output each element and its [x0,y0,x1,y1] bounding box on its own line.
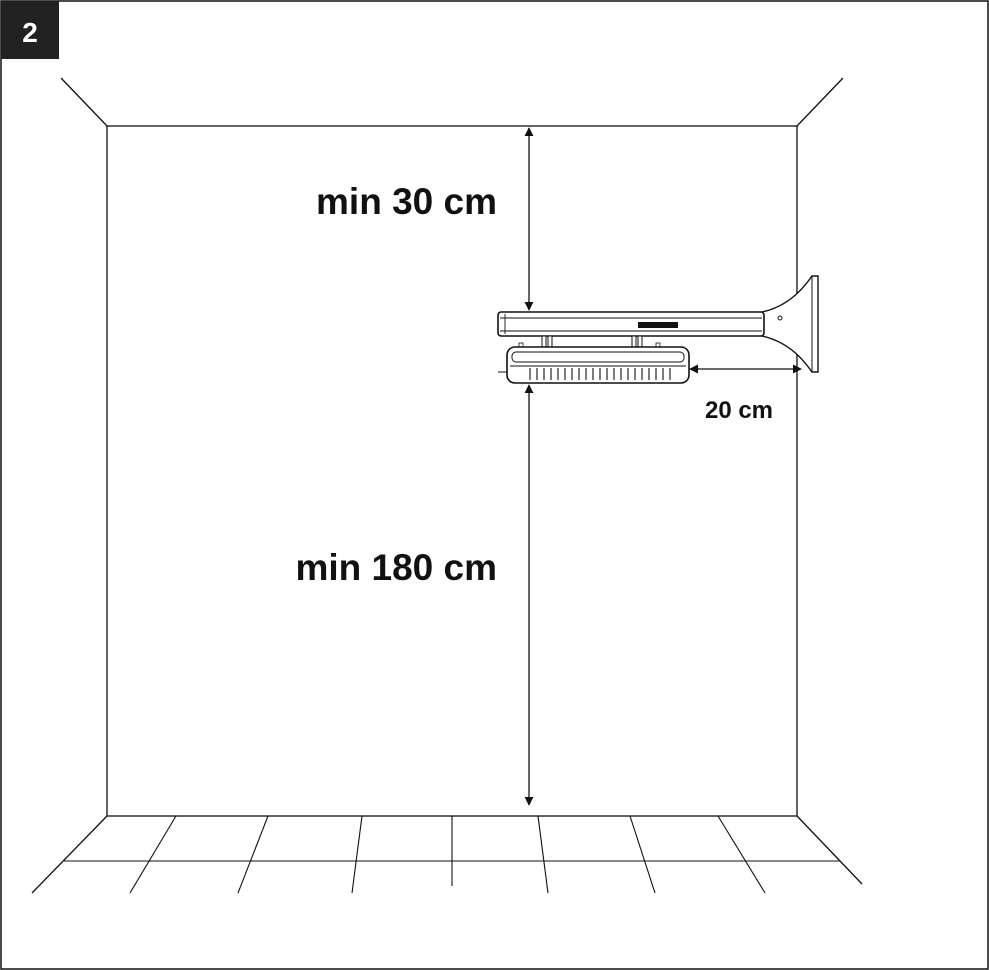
figure-number-badge: 2 [1,1,59,59]
heater-grille [529,368,671,380]
floor-edge-left [31,815,108,894]
heater-housing [506,346,690,384]
heater-main-bar [497,311,765,337]
ceiling-edge-right [796,77,844,127]
heater-device [497,275,819,384]
floor-edge-right [796,815,863,885]
wall-bracket [761,275,819,373]
top-clearance-label: min 30 cm [316,181,497,222]
floor-grid [64,815,840,894]
ceiling-edge-left [60,77,108,127]
side-clearance-label: 20 cm [705,397,773,424]
back-wall [106,125,798,817]
floor-clearance-label: min 180 cm [295,547,497,588]
figure-number: 2 [22,17,38,48]
